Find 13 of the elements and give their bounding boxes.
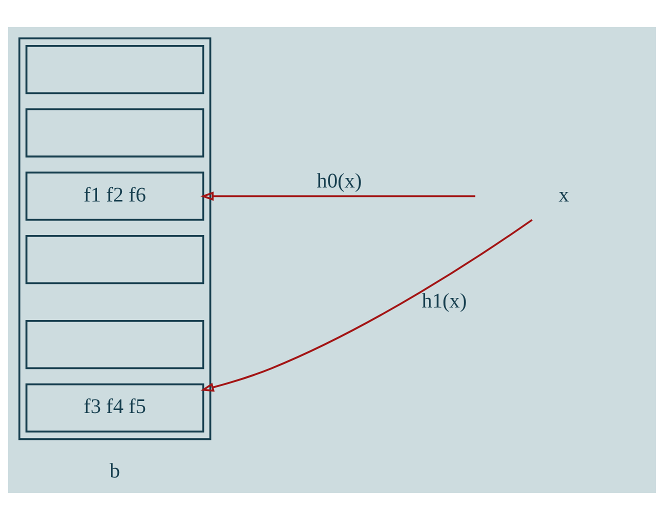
node-box <box>26 108 204 158</box>
node-box <box>26 320 204 370</box>
node-box <box>26 44 204 94</box>
edge-label: h1(x) <box>422 289 467 312</box>
edge-label: h0(x) <box>316 169 362 192</box>
node-box: f1 f2 f6 <box>26 172 204 221</box>
label: b <box>110 460 120 482</box>
node-box: f3 f4 f5 <box>26 383 204 432</box>
node-text: x <box>558 183 570 206</box>
node-box <box>26 234 204 284</box>
arrow <box>200 219 533 392</box>
arrow <box>200 192 476 201</box>
cluster <box>18 37 212 440</box>
